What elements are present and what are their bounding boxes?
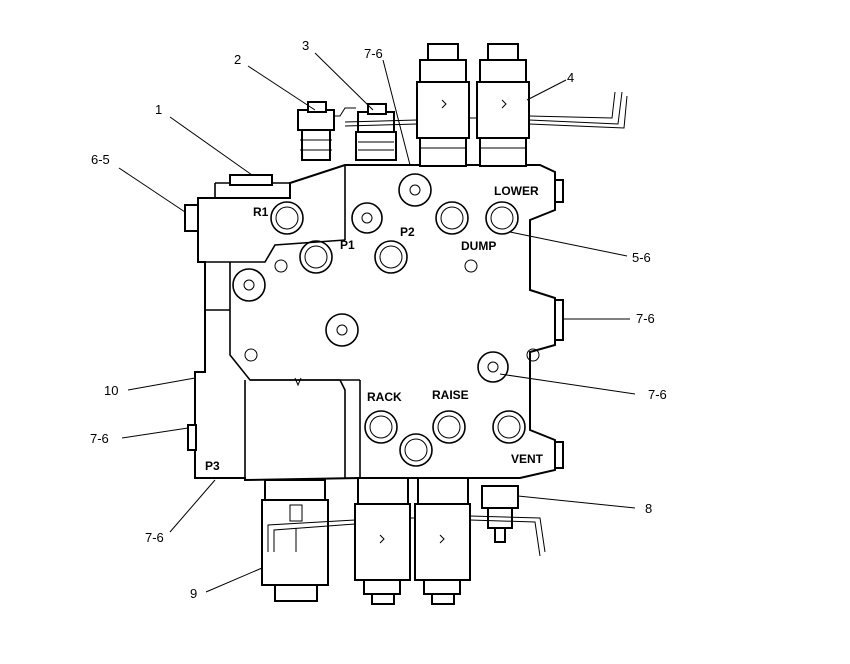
leader-lines	[118, 52, 636, 593]
valve-body	[184, 164, 564, 482]
port-label-p2: P2	[400, 225, 415, 239]
port-holes	[232, 173, 540, 467]
callout-3: 3	[302, 38, 309, 53]
port-label-lower: LOWER	[494, 184, 539, 198]
callout-7-6-right-1: 7-6	[636, 311, 655, 326]
fitting-3	[355, 103, 397, 161]
wires-bottom	[267, 515, 546, 557]
callout-5-6: 5-6	[632, 250, 651, 265]
callout-2: 2	[234, 52, 241, 67]
port-label-rack: RACK	[367, 390, 402, 404]
fitting-8	[481, 485, 519, 543]
port-label-vent: VENT	[511, 452, 544, 466]
solenoid-9	[261, 479, 329, 602]
fitting-2	[297, 101, 335, 161]
port-label-dump: DUMP	[461, 239, 496, 253]
callout-10: 10	[104, 383, 118, 398]
callout-7-6-bottom: 7-6	[145, 530, 164, 545]
wire-3	[334, 107, 356, 117]
callout-7-6-left: 7-6	[90, 431, 109, 446]
callout-7-6-right-2: 7-6	[648, 387, 667, 402]
port-label-r1: R1	[253, 205, 269, 219]
callout-6-5: 6-5	[91, 152, 110, 167]
wires-top	[344, 91, 628, 129]
solenoid-top-right	[476, 43, 530, 167]
callout-9: 9	[190, 586, 197, 601]
callout-4: 4	[567, 70, 574, 85]
callout-7-6-top: 7-6	[364, 46, 383, 61]
solenoid-bottom-left	[354, 477, 411, 605]
solenoid-top-left	[416, 43, 470, 167]
port-label-raise: RAISE	[432, 388, 469, 402]
callout-1: 1	[155, 102, 162, 117]
callout-8: 8	[645, 501, 652, 516]
solenoid-bottom-right	[414, 477, 471, 605]
port-label-p1: P1	[340, 238, 355, 252]
port-label-p3: P3	[205, 459, 220, 473]
